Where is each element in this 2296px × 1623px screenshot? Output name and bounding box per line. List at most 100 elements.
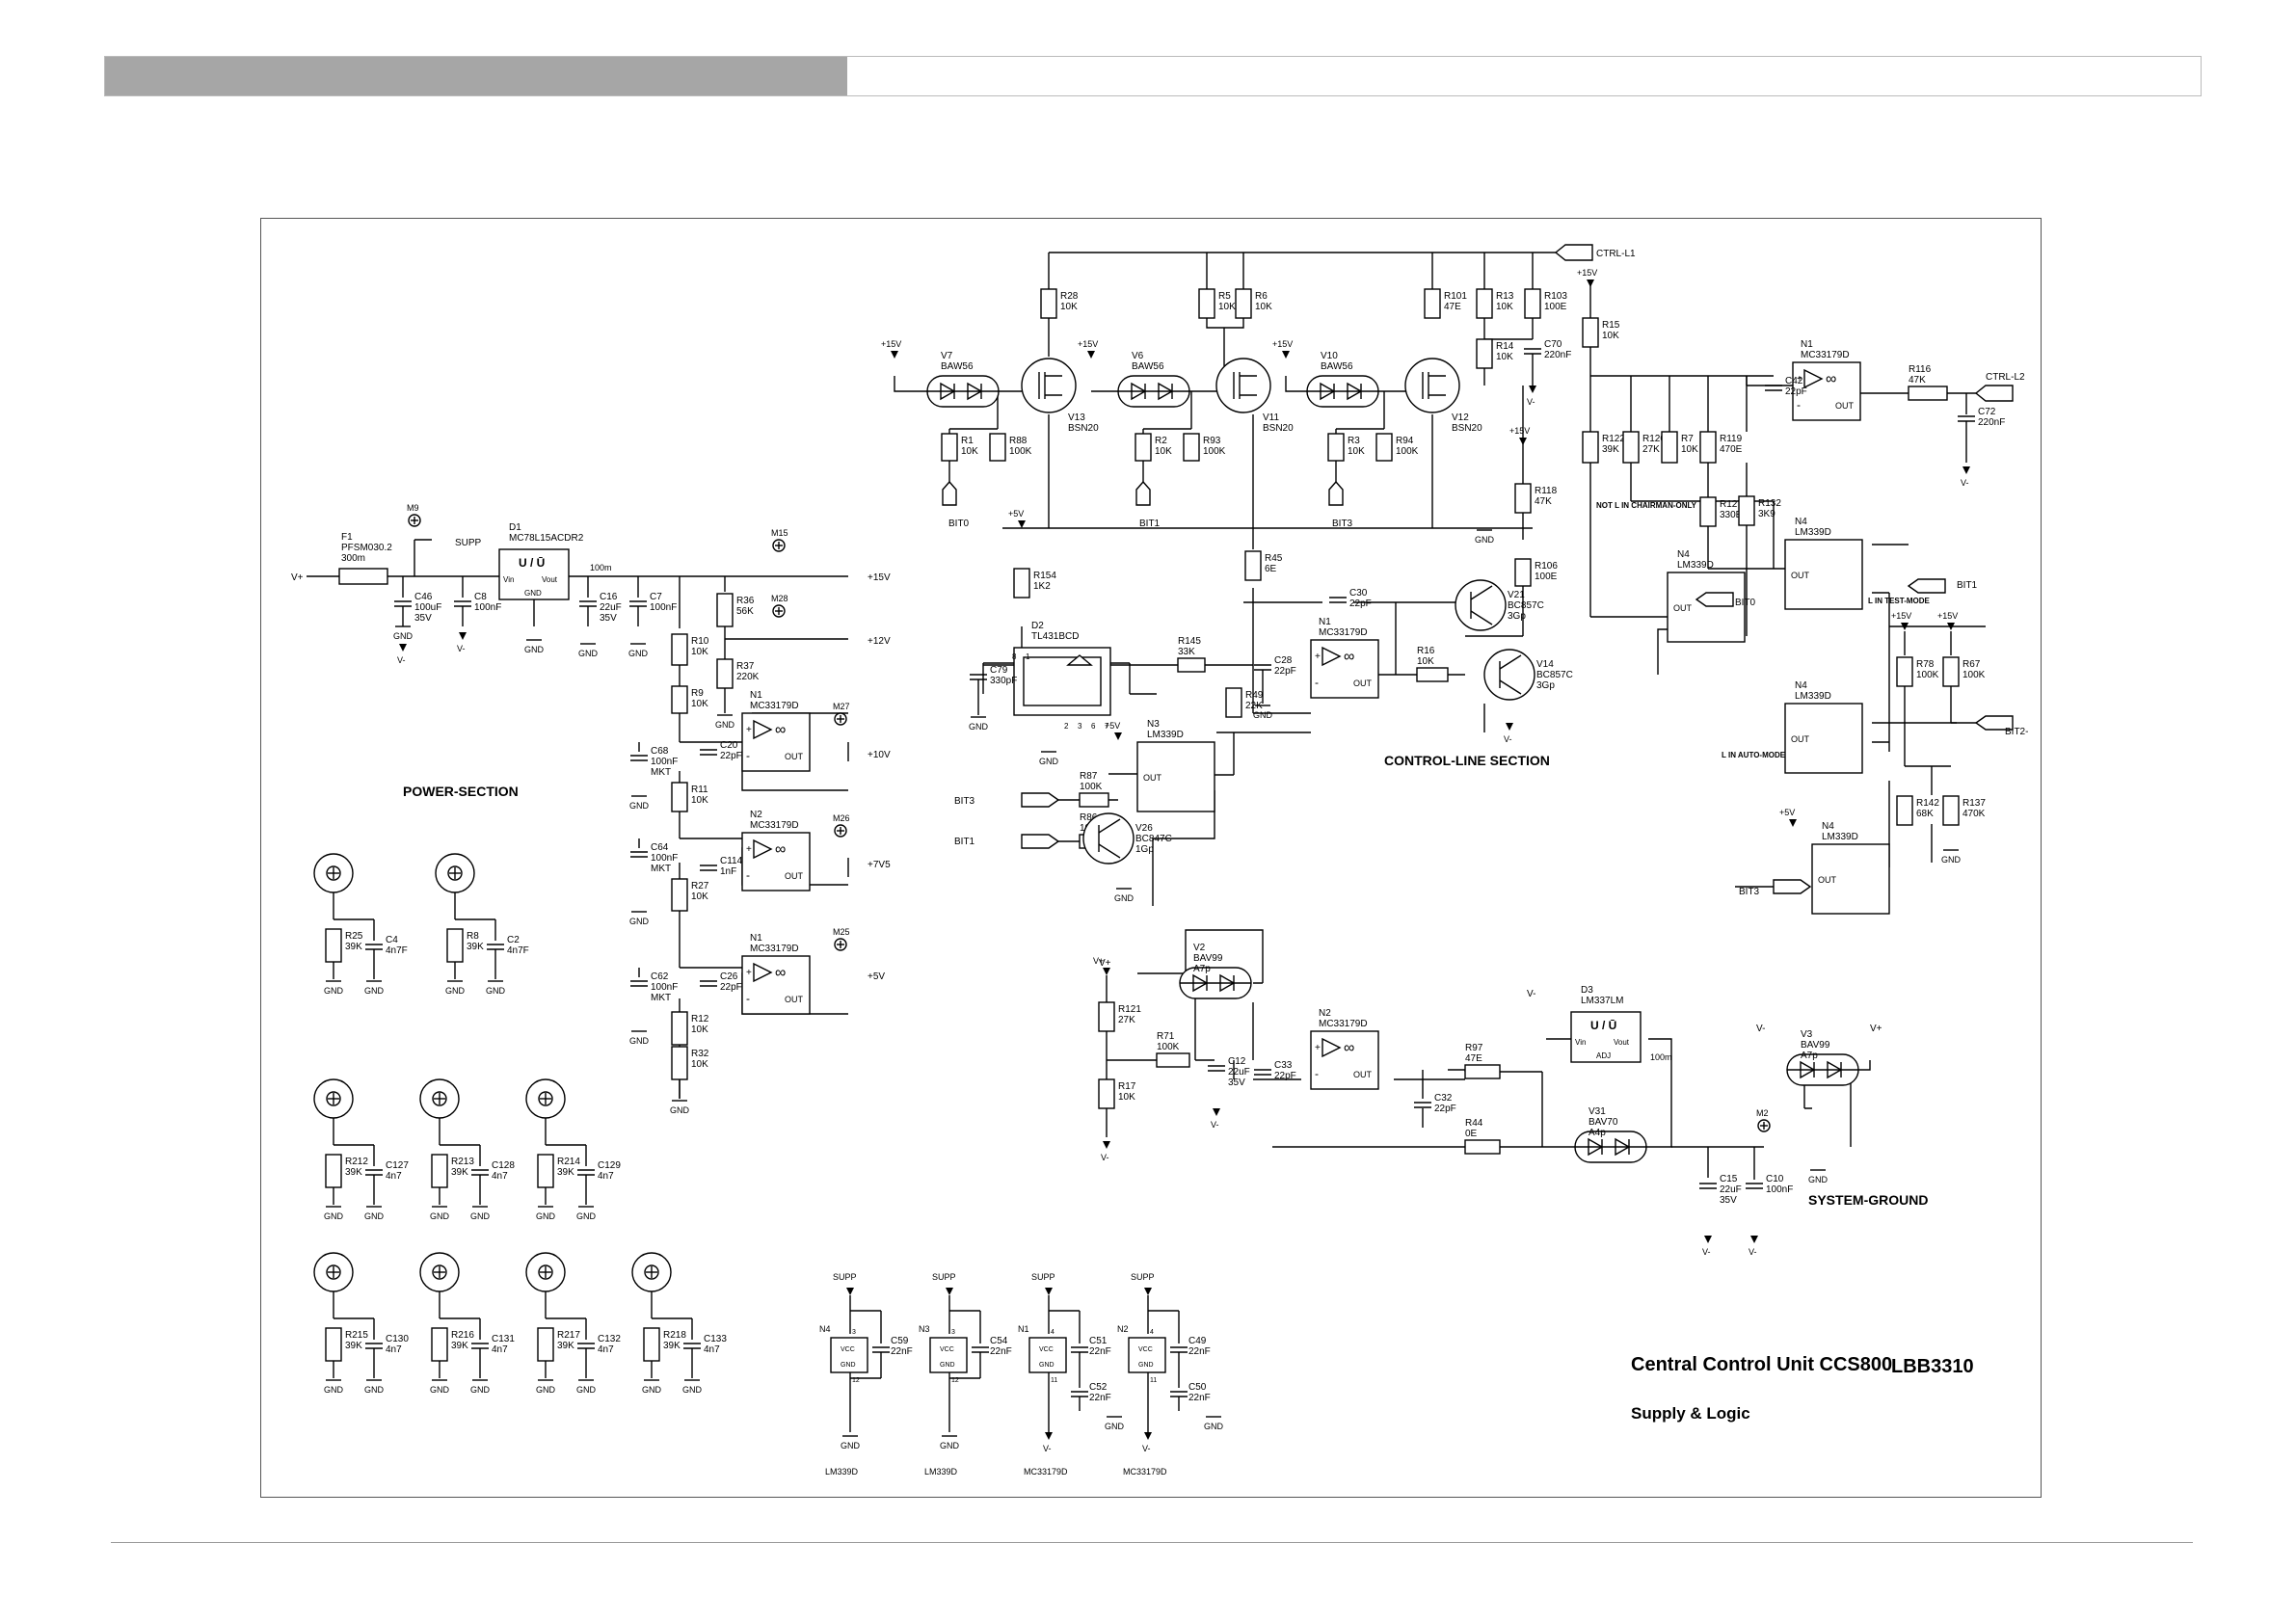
net-vminus-d3: V- bbox=[1527, 989, 1535, 999]
r27-label-line-1: 10K bbox=[691, 891, 708, 902]
decoup-2-gnd: GND bbox=[1039, 1362, 1055, 1369]
bypass-r1-1-r-gnd-text: GND bbox=[445, 986, 466, 996]
n2a-minus: - bbox=[746, 868, 750, 882]
v14-vminus-arrow bbox=[1506, 723, 1513, 731]
c7-label-line-0: C7 bbox=[650, 592, 662, 602]
net-bit3-a: BIT3 bbox=[1332, 519, 1353, 529]
v26-gnd-text: GND bbox=[1114, 893, 1135, 903]
d2-line-1: TL431BCD bbox=[1031, 631, 1079, 642]
net-ctrl-l1: CTRL-L1 bbox=[1596, 249, 1636, 259]
v21-label-line-1: BC857C bbox=[1508, 600, 1544, 611]
d2-line-0: D2 bbox=[1031, 621, 1044, 631]
d1-gnd-text: GND bbox=[524, 645, 545, 654]
r154-label-line-0: R154 bbox=[1033, 571, 1056, 581]
decoup-3-vcc: VCC bbox=[1138, 1346, 1153, 1353]
c8-vminus-text: V- bbox=[457, 644, 466, 653]
bypass-r2-0-c-label-line-1: 4n7 bbox=[386, 1171, 402, 1182]
v2-label-line-2: A7p bbox=[1193, 964, 1211, 974]
control-line-section-label: CONTROL-LINE SECTION bbox=[1384, 753, 1550, 768]
r37-label-line-0: R37 bbox=[736, 661, 755, 672]
d1-symbol: U / Ū bbox=[519, 556, 545, 570]
r12-label-line-1: 10K bbox=[691, 1024, 708, 1035]
n4e-body bbox=[1811, 843, 1890, 915]
n1c-plus: + bbox=[1315, 652, 1321, 662]
n4a-label-line-0: N4 bbox=[1677, 549, 1690, 560]
d3-body bbox=[1570, 1011, 1642, 1063]
r137-label-line-1: 470K bbox=[1962, 809, 1986, 819]
d1-gnd-pin: GND bbox=[524, 589, 542, 598]
bypass-r3-3-r-gnd-text: GND bbox=[642, 1385, 662, 1395]
schematic-frame bbox=[260, 218, 2042, 1498]
net-bit1-a: BIT1 bbox=[1139, 519, 1161, 529]
c70-vminus-text: V- bbox=[1527, 397, 1535, 407]
m2-label: M2 bbox=[1756, 1108, 1769, 1118]
r17-vminus-text: V- bbox=[1101, 1153, 1109, 1162]
bypass-r3-1-c-label-line-0: C131 bbox=[492, 1334, 515, 1344]
r9-label-line-0: R9 bbox=[691, 688, 704, 699]
d3-gnd-pin: ADJ bbox=[1596, 1051, 1611, 1060]
r44-label-line-0: R44 bbox=[1465, 1118, 1483, 1129]
r71-label-line-1: 100K bbox=[1157, 1042, 1180, 1052]
bypass-r2-0-r-gnd-text: GND bbox=[324, 1211, 344, 1221]
r12-resistor bbox=[671, 1011, 688, 1046]
r45-resistor bbox=[1244, 550, 1262, 581]
d1-vin: Vin bbox=[503, 575, 514, 584]
bypass-r3-1-c-label-line-1: 4n7 bbox=[492, 1344, 508, 1355]
n1d-infinity: ∞ bbox=[1826, 371, 1836, 387]
r145-label-line-0: R145 bbox=[1178, 636, 1201, 647]
bit1-in-tag bbox=[1135, 480, 1151, 506]
r27-label-line-0: R27 bbox=[691, 881, 709, 891]
bypass-r3-0-c-gnd-text: GND bbox=[364, 1385, 385, 1395]
r17-vminus-arrow bbox=[1103, 1141, 1110, 1149]
v7-label-line-1: BAW56 bbox=[941, 361, 974, 372]
r142-label-line-1: 68K bbox=[1916, 809, 1934, 819]
c33-label-line-1: 22pF bbox=[1274, 1071, 1296, 1081]
bypass-r2-0-r-resistor bbox=[325, 1154, 342, 1188]
r121-label-line-0: R121 bbox=[1118, 1004, 1141, 1015]
r132-label-line-0: R132 bbox=[1758, 498, 1781, 509]
r121-label-line-1: 27K bbox=[1118, 1015, 1135, 1025]
c72-vminus-arrow bbox=[1962, 466, 1970, 474]
decoup-3-arrow bbox=[1144, 1288, 1152, 1295]
c12-label-line-2: 35V bbox=[1228, 1078, 1245, 1088]
r14-label-line-1: 10K bbox=[1496, 352, 1513, 362]
decoup-1-pin2: 12 bbox=[951, 1377, 959, 1384]
c62-gnd-text: GND bbox=[629, 1036, 650, 1046]
v31-label-line-0: V31 bbox=[1589, 1106, 1606, 1117]
m9-label: M9 bbox=[407, 503, 419, 513]
r15-label-line-1: 10K bbox=[1602, 331, 1619, 341]
r78-label-line-1: 100K bbox=[1916, 670, 1939, 680]
r103-label-line-0: R103 bbox=[1544, 291, 1567, 302]
c32-label-line-1: 22pF bbox=[1434, 1104, 1456, 1114]
r118-vplus-arrow bbox=[1519, 438, 1527, 445]
decoup-0-ref: N4 bbox=[819, 1324, 831, 1334]
net-bit1-b: BIT1 bbox=[1957, 580, 1978, 591]
d2-pin-7: 7 bbox=[1105, 722, 1109, 731]
c42-label-line-1: 22pF bbox=[1785, 386, 1807, 397]
v26-collector bbox=[1098, 818, 1121, 834]
r11-label-line-1: 10K bbox=[691, 795, 708, 806]
c32-label-line-0: C32 bbox=[1434, 1093, 1453, 1104]
r101-resistor bbox=[1424, 288, 1441, 319]
n1a-label-line-0: N1 bbox=[750, 690, 762, 701]
d3-label-line-0: D3 bbox=[1581, 985, 1593, 996]
d1-label-line-1: MC78L15ACDR2 bbox=[509, 533, 584, 544]
bypass-r1-0-c-label-line-0: C4 bbox=[386, 935, 398, 945]
bypass-r3-1-r-label-line-0: R216 bbox=[451, 1330, 474, 1341]
r16-label-line-0: R16 bbox=[1417, 646, 1435, 656]
r14-resistor bbox=[1476, 338, 1493, 369]
header-bar-fill bbox=[105, 57, 847, 95]
n3-body bbox=[1136, 741, 1215, 812]
r10-resistor bbox=[671, 633, 688, 666]
n4c-body bbox=[1784, 703, 1863, 774]
n4c-label-line-1: LM339D bbox=[1795, 691, 1831, 702]
v2-label-line-1: BAV99 bbox=[1193, 953, 1223, 964]
c64-label-line-2: MKT bbox=[651, 864, 671, 874]
d2-pin-8: 8 bbox=[1012, 652, 1017, 661]
bypass-r3-3-c-label-line-1: 4n7 bbox=[704, 1344, 720, 1355]
v7-vplus-text: +15V bbox=[881, 339, 901, 349]
n1d-plus: + bbox=[1797, 374, 1802, 385]
v13-label-line-1: BSN20 bbox=[1068, 423, 1099, 434]
r67-label-line-1: 100K bbox=[1962, 670, 1986, 680]
r17-label-line-0: R17 bbox=[1118, 1081, 1136, 1092]
